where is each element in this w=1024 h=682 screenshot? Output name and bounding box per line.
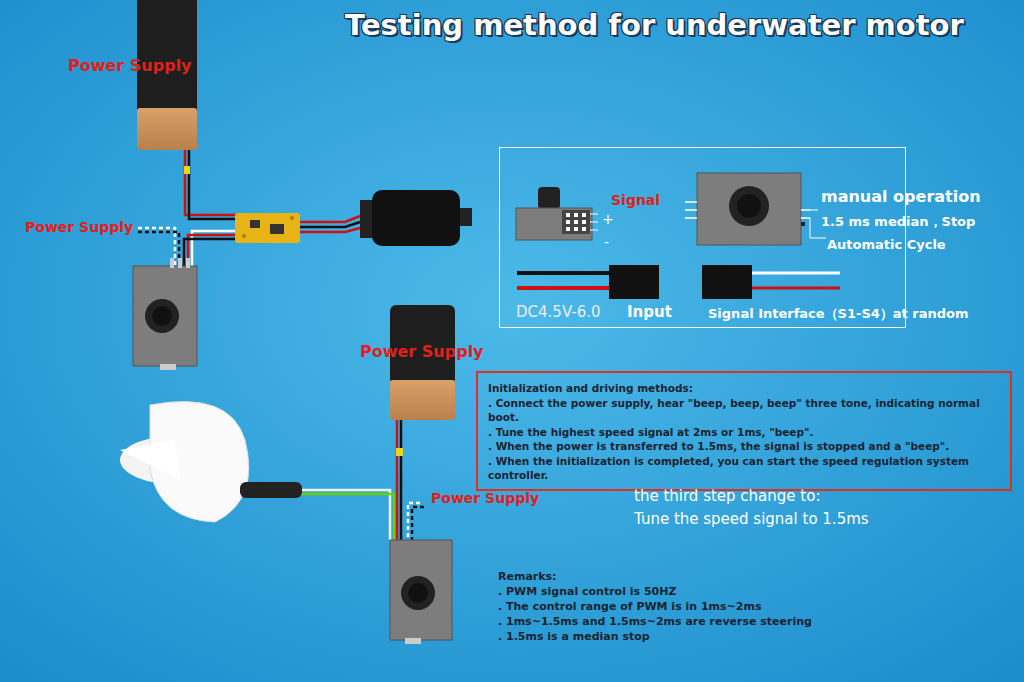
connection-panel: Signal+-manual operation1.5 ms median，St… — [499, 147, 906, 328]
panel-text: Signal — [611, 192, 660, 208]
panel-text: + — [602, 211, 614, 227]
panel-text: DC4.5V-6.0 — [516, 303, 601, 321]
instruction-box: Initialization and driving methods:. Con… — [476, 371, 1012, 491]
power-label: Power Supply — [360, 342, 484, 361]
esc-board — [235, 213, 300, 243]
servo-tester — [390, 540, 452, 644]
panel-text: Input — [627, 303, 672, 321]
remarks-line: . 1ms~1.5ms and 1.5ms~2ms are reverse st… — [498, 615, 812, 628]
instruction-line: . When the power is transferred to 1.5ms… — [488, 439, 1000, 454]
remarks-heading: Remarks: — [498, 570, 557, 583]
title: Testing method for underwater motor — [345, 8, 964, 42]
panel-text: - — [604, 234, 609, 250]
panel-text: 1.5 ms median，Stop — [821, 213, 975, 231]
panel-text: Automatic Cycle — [827, 237, 946, 252]
battery — [390, 305, 455, 420]
thruster — [120, 402, 302, 522]
wires — [300, 420, 424, 540]
panel-text: manual operation — [821, 187, 981, 206]
power-label: Power Supply — [68, 56, 192, 75]
remarks-line: . PWM signal control is 50HZ — [498, 585, 676, 598]
servo-tester — [133, 258, 197, 370]
panel-illustration — [516, 173, 840, 299]
note-text: the third step change to: — [634, 487, 820, 505]
power-label: Power Supply — [431, 490, 539, 506]
remarks-line: . 1.5ms is a median stop — [498, 630, 650, 643]
power-label: Power Supply — [25, 219, 133, 235]
instruction-line: . When the initialization is completed, … — [488, 454, 1000, 483]
motor — [360, 190, 472, 246]
instruction-line: . Tune the highest speed signal at 2ms o… — [488, 425, 1000, 440]
panel-text: Signal Interface（S1-S4）at random — [708, 305, 969, 323]
remarks-line: . The control range of PWM is in 1ms~2ms — [498, 600, 762, 613]
note-text: Tune the speed signal to 1.5ms — [634, 510, 869, 528]
instruction-line: Initialization and driving methods: — [488, 381, 1000, 396]
instruction-line: . Connect the power supply, hear "beep, … — [488, 396, 1000, 425]
wires — [138, 150, 360, 266]
battery — [137, 0, 197, 150]
